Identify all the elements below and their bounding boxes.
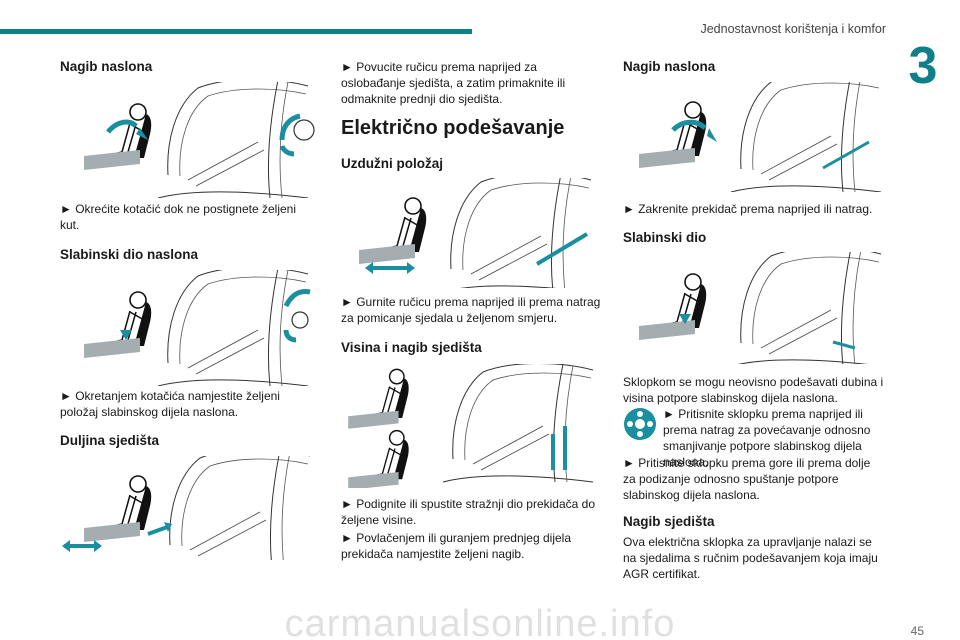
section-title: Nagib naslona [60, 59, 153, 74]
section-title: Slabinski dio [623, 230, 707, 245]
header-accent-bar [0, 29, 472, 34]
main-section-title: Električno podešavanje [341, 117, 565, 139]
instruction-text: ► Okrećite kotačić dok ne postignete žel… [60, 202, 296, 232]
instruction-text: ► Podignite ili spustite stražnji dio pr… [341, 497, 596, 527]
instruction-text: ► Gurnite ručicu prema naprijed ili prem… [341, 295, 601, 325]
section-title: Duljina sjedišta [60, 433, 160, 448]
page-number: 45 [910, 624, 924, 638]
section-title: Uzdužni položaj [341, 156, 443, 171]
instruction-text: ► Okretanjem kotačića namjestite željeni… [60, 389, 280, 419]
longitudinal-position-illustration [358, 178, 592, 288]
section-title: Slabinski dio naslona [60, 247, 199, 262]
seat-length-illustration [62, 456, 311, 560]
instruction-text: ► Zakrenite prekidač prema naprijed ili … [623, 202, 873, 216]
seat-recline-wheel-illustration [83, 82, 315, 198]
instruction-text: Sklopkom se mogu neovisno podešavati dub… [623, 375, 884, 405]
backrest-switch-illustration [638, 82, 882, 192]
instruction-text: ► Pritisnite sklopku prema gore ili prem… [623, 456, 871, 502]
height-tilt-illustration [347, 364, 594, 488]
instruction-text: Ova električna sklopka za upravljanje na… [623, 535, 878, 581]
lumbar-switch-illustration [638, 252, 882, 364]
instruction-text: ► Povlačenjem ili guranjem prednjeg dije… [341, 531, 571, 561]
section-title: Nagib naslona [623, 59, 716, 74]
running-header: Jednostavnost korištenja i komfor [700, 22, 886, 36]
lumbar-wheel-illustration [83, 270, 311, 386]
watermark: carmanualsonline.info [284, 603, 676, 640]
chapter-number: 3 [908, 37, 938, 95]
instruction-text: ► Pritisnite sklopku prema naprijed ili … [663, 407, 871, 469]
instruction-text: ► Povucite ručicu prema naprijed za oslo… [341, 60, 566, 106]
section-title: Nagib sjedišta [623, 514, 715, 529]
section-title: Visina i nagib sjedišta [341, 340, 482, 355]
lumbar-switch-icon [624, 408, 656, 440]
